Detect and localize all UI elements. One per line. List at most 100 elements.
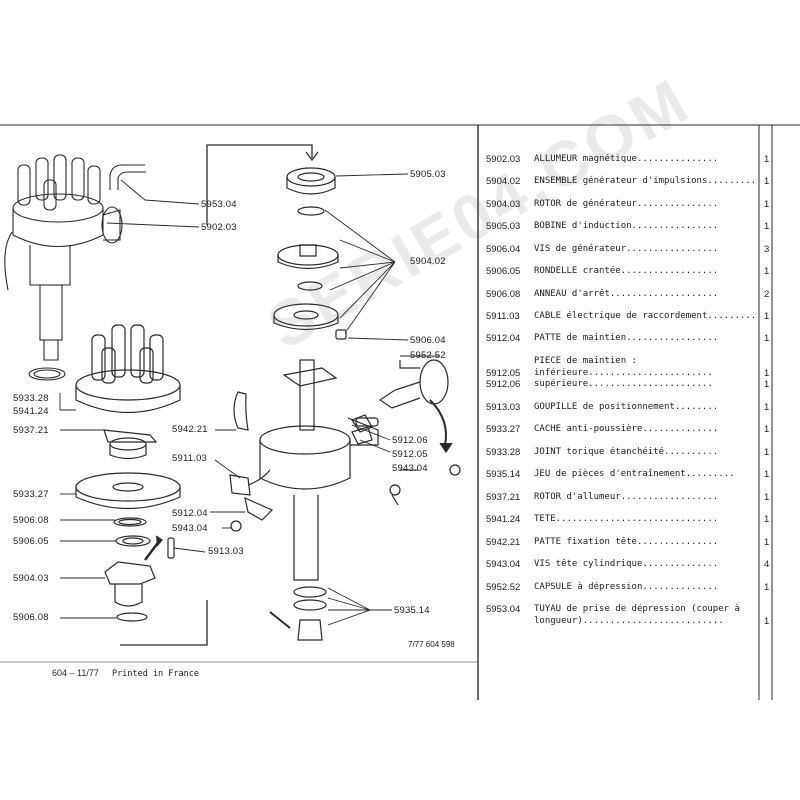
part-code: 5906.08 [486, 289, 521, 300]
part-description: GOUPILLE de positionnement........ [534, 402, 719, 412]
part-code: 5933.28 [486, 447, 521, 458]
part-quantity: 1 [764, 221, 770, 232]
callout-5902-03: 5902.03 [201, 222, 237, 233]
part-description: inférieure....................... [534, 368, 713, 378]
part-code: 5906.04 [486, 244, 521, 255]
part-description: JEU de pièces d'entraînement......... [534, 469, 735, 479]
part-description: BOBINE d'induction................ [534, 221, 719, 231]
part-description: CAPSULE à dépression.............. [534, 582, 719, 592]
part-description: PATTE fixation tête............... [534, 537, 719, 547]
part-quantity: 1 [764, 424, 770, 435]
callout-5912-04: 5912.04 [172, 508, 208, 519]
part-code: 5902.03 [486, 154, 521, 165]
table-row: 5912.04 PATTE de maintien................… [480, 333, 780, 347]
callout-5905-03: 5905.03 [410, 169, 446, 180]
part-code: 5953.04 [486, 604, 521, 615]
part-quantity: 1 [764, 379, 770, 390]
part-quantity: 1 [764, 537, 770, 548]
table-row: 5913.03 GOUPILLE de positionnement.......… [480, 402, 780, 416]
part-code: 5942.21 [486, 537, 521, 548]
callout-5904-03: 5904.03 [13, 573, 49, 584]
part-description: VIS tête cylindrique.............. [534, 559, 719, 569]
part-description: CABLE électrique de raccordement........… [534, 311, 757, 321]
footer-printed: Printed in France [112, 669, 199, 679]
distributor-assembly [4, 154, 146, 381]
part-description: VIS de générateur................. [534, 244, 719, 254]
part-description: PATTE de maintien................. [534, 333, 719, 343]
table-row: longueur)..........................1 [480, 616, 780, 630]
callout-5933-28: 5933.28 [13, 393, 49, 404]
part-quantity: 1 [764, 266, 770, 277]
part-description: TETE.............................. [534, 514, 719, 524]
callout-5943-04-right: 5943.04 [392, 463, 428, 474]
part-quantity: 1 [764, 402, 770, 413]
part-quantity: 1 [764, 447, 770, 458]
part-code: 5912.06 [486, 379, 521, 390]
part-description: ALLUMEUR magnétique............... [534, 154, 719, 164]
part-description: TUYAU de prise de dépression (couper à [534, 604, 740, 614]
part-quantity: 1 [764, 176, 770, 187]
callout-5941-24: 5941.24 [13, 406, 49, 417]
part-code: 5943.04 [486, 559, 521, 570]
table-row: 5912.05 inférieure......................… [480, 368, 780, 382]
table-row: 5904.02 ENSEMBLE générateur d'impulsions.… [480, 176, 780, 190]
part-quantity: 1 [764, 199, 770, 210]
callout-5906-08-top: 5906.08 [13, 515, 49, 526]
part-quantity: 1 [764, 368, 770, 379]
table-row: 5937.21 ROTOR d'allumeur.................… [480, 492, 780, 506]
part-quantity: 3 [764, 244, 770, 255]
callout-5952-52: 5952.52 [410, 350, 446, 361]
part-code: 5904.03 [486, 199, 521, 210]
part-code: 5952.52 [486, 582, 521, 593]
part-code: 5904.02 [486, 176, 521, 187]
drawing-ref: 7/77 604 598 [408, 640, 455, 649]
table-row: 5943.04 VIS tête cylindrique.............… [480, 559, 780, 573]
part-code: 5912.04 [486, 333, 521, 344]
part-code: 5937.21 [486, 492, 521, 503]
table-row: 5912.06 supérieure......................… [480, 379, 780, 393]
table-row: 5933.27 CACHE anti-poussière.............… [480, 424, 780, 438]
part-code: 5905.03 [486, 221, 521, 232]
table-row: 5942.21 PATTE fixation tête..............… [480, 537, 780, 551]
callout-5904-02: 5904.02 [410, 256, 446, 267]
part-quantity: 1 [764, 616, 770, 627]
callout-5911-03: 5911.03 [172, 453, 208, 464]
part-code: 5906.05 [486, 266, 521, 277]
table-row: 5905.03 BOBINE d'induction...............… [480, 221, 780, 235]
table-row: 5953.04 TUYAU de prise de dépression (cou… [480, 604, 780, 618]
callout-5913-03: 5913.03 [208, 546, 244, 557]
table-row: 5911.03 CABLE électrique de raccordement.… [480, 311, 780, 325]
table-row: 5906.04 VIS de générateur................… [480, 244, 780, 258]
callout-5906-05: 5906.05 [13, 536, 49, 547]
callout-5933-27: 5933.27 [13, 489, 49, 500]
part-code: 5933.27 [486, 424, 521, 435]
part-code: 5913.03 [486, 402, 521, 413]
part-description: ROTOR d'allumeur.................. [534, 492, 719, 502]
callout-5912-05: 5912.05 [392, 449, 428, 460]
table-row: 5906.05 RONDELLE crantée.................… [480, 266, 780, 280]
part-description: CACHE anti-poussière.............. [534, 424, 719, 434]
part-code: 5911.03 [486, 311, 520, 322]
part-description: supérieure....................... [534, 379, 713, 389]
part-description: RONDELLE crantée.................. [534, 266, 719, 276]
part-quantity: 1 [764, 333, 770, 344]
part-code: 5941.24 [486, 514, 521, 525]
callout-5906-08-bottom: 5906.08 [13, 612, 49, 623]
part-quantity: 1 [764, 154, 770, 165]
callout-5937-21: 5937.21 [13, 425, 49, 436]
callout-5943-04-left: 5943.04 [172, 523, 208, 534]
distributor-cap [75, 324, 181, 413]
table-row: PIECE de maintien : [480, 356, 780, 370]
callout-5906-04: 5906.04 [410, 335, 446, 346]
footer-date: 604 – 11/77 [52, 668, 99, 678]
callout-5912-06: 5912.06 [392, 435, 428, 446]
part-description: ENSEMBLE générateur d'impulsions........… [534, 176, 757, 186]
table-row: 5952.52 CAPSULE à dépression.............… [480, 582, 780, 596]
callout-5942-21: 5942.21 [172, 424, 208, 435]
part-quantity: 1 [764, 311, 770, 322]
